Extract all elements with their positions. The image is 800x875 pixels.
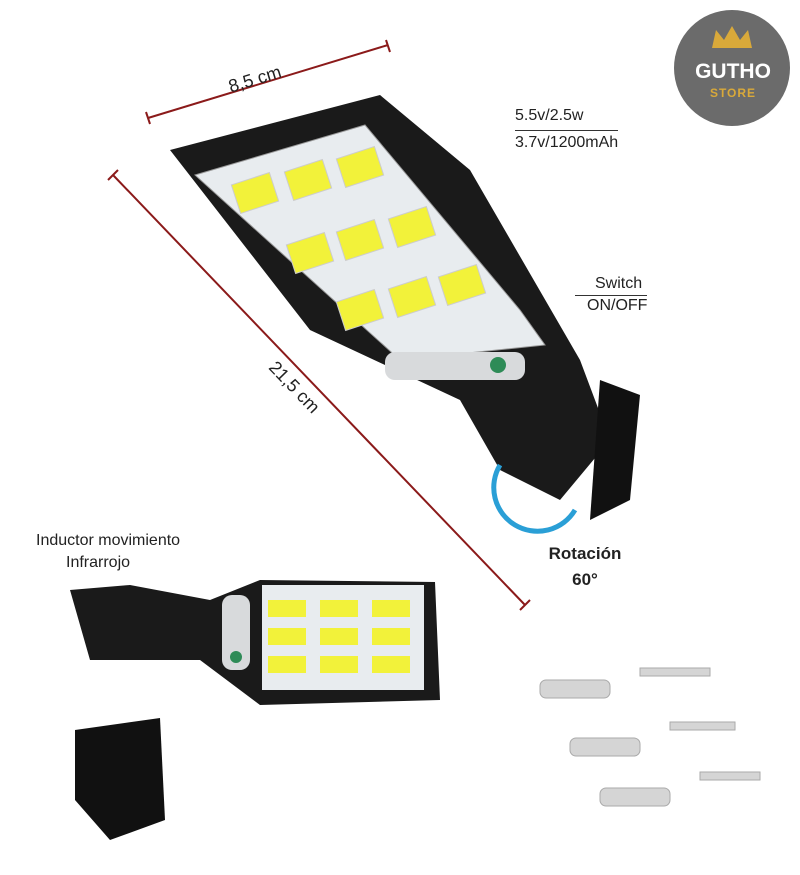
dimension-lines <box>107 39 531 611</box>
gutho-store-logo <box>674 10 790 126</box>
main-lamp <box>170 95 640 534</box>
rotation-label: Rotación <box>548 544 622 563</box>
sensor-label-2: Infrarrojo <box>66 554 131 571</box>
logo-sub: STORE <box>709 86 757 100</box>
switch-label: Switch <box>595 275 643 292</box>
spec-voltage: 5.5v/2.5w <box>515 107 584 124</box>
rotation-angle: 60° <box>572 570 598 589</box>
switch-onoff-label: ON/OFF <box>575 295 648 315</box>
screws-and-anchors <box>539 667 761 807</box>
side-lamp <box>70 580 440 840</box>
sensor-label: Inductor movimiento <box>36 532 181 549</box>
spec-battery: 3.7v/1200mAh <box>515 130 619 152</box>
logo-brand: GUTHO <box>695 60 771 83</box>
